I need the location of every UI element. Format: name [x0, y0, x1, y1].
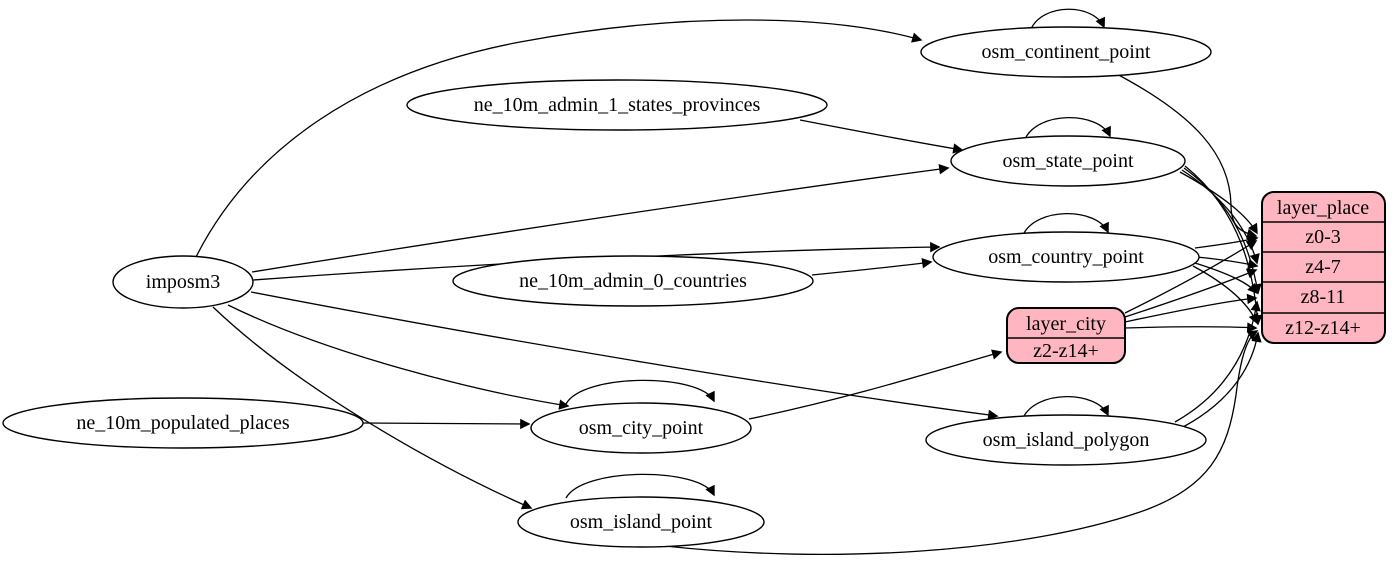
record-layer_city-title: layer_city	[1026, 313, 1106, 335]
record-layer_place-row-z0-3: z0-3	[1305, 226, 1341, 248]
node-osm_island_point-shape	[517, 496, 765, 548]
edge-layer_city-layer_place-z4-7	[1124, 268, 1258, 318]
edge-loop-osm_island_point	[565, 473, 715, 499]
edge-layer_city-layer_place-z8-11	[1124, 293, 1258, 323]
edge-loop-osm_island_polygon	[1022, 396, 1109, 419]
edge-loop-osm_city_point	[565, 379, 715, 405]
node-imposm3: imposm3	[112, 255, 254, 309]
node-ne_10m_admin_1_states_provinces-shape	[406, 79, 828, 131]
node-osm_island_polygon-label: osm_island_polygon	[983, 429, 1150, 451]
edge-loop-osm_continent_point	[1030, 8, 1106, 30]
record-layer_city-box	[1006, 307, 1126, 364]
node-osm_country_point-shape	[932, 231, 1200, 283]
edge-osm_state_point-layer_place-z8-11	[1183, 167, 1262, 295]
edge-imposm3-osm_island_polygon	[250, 291, 999, 420]
node-ne_10m_admin_0_countries: ne_10m_admin_0_countries	[452, 255, 814, 307]
edge-osm_city_point-layer_city	[748, 349, 1003, 420]
edge-osm_state_point-layer_place-z4-7	[1181, 169, 1260, 265]
edge-loop-osm_country_point	[1022, 213, 1109, 236]
edge-osm_country_point-layer_place-z0-3	[1194, 234, 1259, 249]
record-layer_place-row-z12-z14: z12-z14+	[1285, 317, 1361, 339]
node-osm_state_point-label: osm_state_point	[1002, 150, 1134, 172]
edge-osm_continent_point-layer_place-z0-3	[1112, 71, 1258, 239]
node-osm_state_point-shape	[950, 135, 1186, 187]
node-osm_country_point: osm_country_point	[932, 231, 1200, 283]
node-osm_city_point-shape	[530, 402, 752, 454]
node-imposm3-label: imposm3	[146, 271, 220, 293]
node-osm_continent_point-label: osm_continent_point	[982, 41, 1151, 63]
node-osm_city_point-label: osm_city_point	[579, 417, 704, 439]
nodes: imposm3 ne_10m_admin_1_states_provinces …	[2, 26, 1212, 548]
node-imposm3-shape	[112, 255, 254, 309]
record-layer_city-row-z2-z14: z2-z14+	[1033, 340, 1099, 362]
edge-layer_city-layer_place-z12-z14	[1124, 322, 1258, 333]
node-osm_continent_point: osm_continent_point	[920, 26, 1212, 78]
record-layer_place-row-z8-11: z8-11	[1301, 286, 1346, 308]
edge-osm_state_point-layer_place-z0-3	[1179, 171, 1258, 235]
edge-osm_country_point-layer_place-z12-z14	[1192, 265, 1259, 325]
node-osm_island_point-label: osm_island_point	[570, 511, 713, 533]
record-layer_place-title: layer_place	[1277, 197, 1369, 219]
node-ne_10m_populated_places: ne_10m_populated_places	[2, 397, 364, 449]
node-osm_island_polygon-shape	[925, 414, 1207, 466]
edge-imposm3-osm_state_point	[251, 164, 950, 273]
node-ne_10m_populated_places-shape	[2, 397, 364, 449]
node-osm_continent_point-shape	[920, 26, 1212, 78]
node-osm_island_polygon: osm_island_polygon	[925, 414, 1207, 466]
edge-layer_city-layer_place-z0-3	[1124, 240, 1258, 314]
edge-ne_10m_admin_1_states_provinces-osm_state_point	[799, 119, 964, 154]
edge-osm_country_point-layer_place-z4-7	[1196, 256, 1259, 270]
edge-imposm3-osm_continent_point	[195, 19, 923, 258]
node-osm_island_point: osm_island_point	[517, 496, 765, 548]
node-osm_state_point: osm_state_point	[950, 135, 1186, 187]
edges	[195, 8, 1263, 555]
node-ne_10m_admin_0_countries-shape	[452, 255, 814, 307]
node-ne_10m_admin_0_countries-label: ne_10m_admin_0_countries	[519, 270, 747, 292]
node-ne_10m_admin_1_states_provinces-label: ne_10m_admin_1_states_provinces	[474, 94, 761, 116]
node-osm_country_point-label: osm_country_point	[988, 246, 1144, 268]
node-osm_city_point: osm_city_point	[530, 402, 752, 454]
edge-imposm3-osm_city_point	[227, 304, 570, 410]
node-ne_10m_populated_places-label: ne_10m_populated_places	[76, 412, 289, 434]
edge-ne_10m_admin_0_countries-osm_country_point	[811, 258, 933, 276]
edge-ne_10m_populated_places-osm_city_point	[362, 418, 531, 430]
edge-osm_island_point-layer_place-z12-z14	[664, 330, 1259, 555]
edge-loop-osm_state_point	[1024, 117, 1111, 140]
record-layer_place: layer_place z0-3 z4-7 z8-11 z12-z14+	[1261, 191, 1386, 344]
record-layer_city: layer_city z2-z14+	[1006, 307, 1126, 364]
record-layer_place-row-z4-7: z4-7	[1305, 256, 1341, 278]
edge-osm_country_point-layer_place-z8-11	[1194, 262, 1259, 295]
edge-osm_island_polygon-layer_place-z8-11	[1174, 300, 1261, 423]
record-layer_place-box	[1261, 191, 1386, 344]
node-ne_10m_admin_1_states_provinces: ne_10m_admin_1_states_provinces	[406, 79, 828, 131]
